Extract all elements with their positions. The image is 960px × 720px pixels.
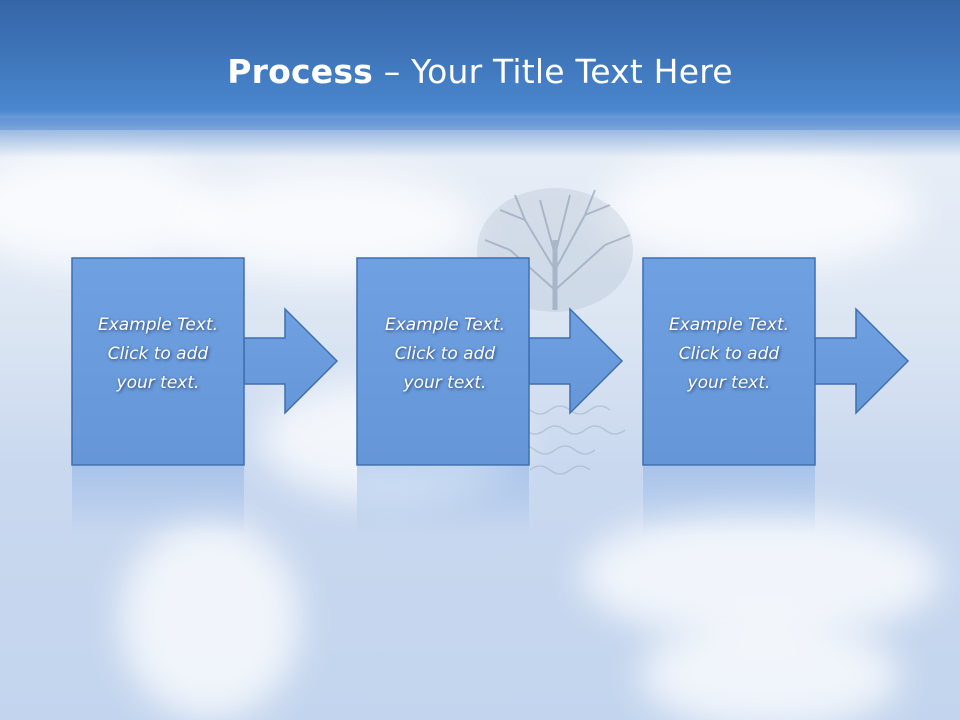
step-2-arrow <box>528 307 624 415</box>
step-1-line-3: your text. <box>116 373 200 393</box>
process-step-3[interactable] <box>642 257 910 536</box>
step-3-line-1: Example Text. <box>668 315 790 335</box>
step-2-line-1: Example Text. <box>384 315 506 335</box>
step-3-line-3: your text. <box>687 373 771 393</box>
process-step-1[interactable] <box>71 257 339 536</box>
title-rest: – Your Title Text Here <box>373 52 733 91</box>
step-1-line-1: Example Text. <box>97 315 219 335</box>
step-2-box <box>356 257 530 466</box>
process-step-2[interactable] <box>356 257 624 536</box>
slide-title[interactable]: Process – Your Title Text Here <box>0 52 960 91</box>
step-2-line-3: your text. <box>403 373 487 393</box>
step-1-line-2: Click to add <box>107 344 209 364</box>
step-1-text[interactable]: Example Text. Click to add your text. <box>72 311 244 398</box>
step-1-box <box>71 257 245 466</box>
step-3-box <box>642 257 816 466</box>
step-3-line-2: Click to add <box>678 344 780 364</box>
title-bold: Process <box>227 52 374 91</box>
step-3-text[interactable]: Example Text. Click to add your text. <box>643 311 815 398</box>
step-3-arrow <box>814 307 910 415</box>
title-fade <box>0 118 960 158</box>
step-2-line-2: Click to add <box>394 344 496 364</box>
title-bar <box>0 0 960 130</box>
step-1-arrow <box>243 307 339 415</box>
step-2-text[interactable]: Example Text. Click to add your text. <box>359 311 531 398</box>
